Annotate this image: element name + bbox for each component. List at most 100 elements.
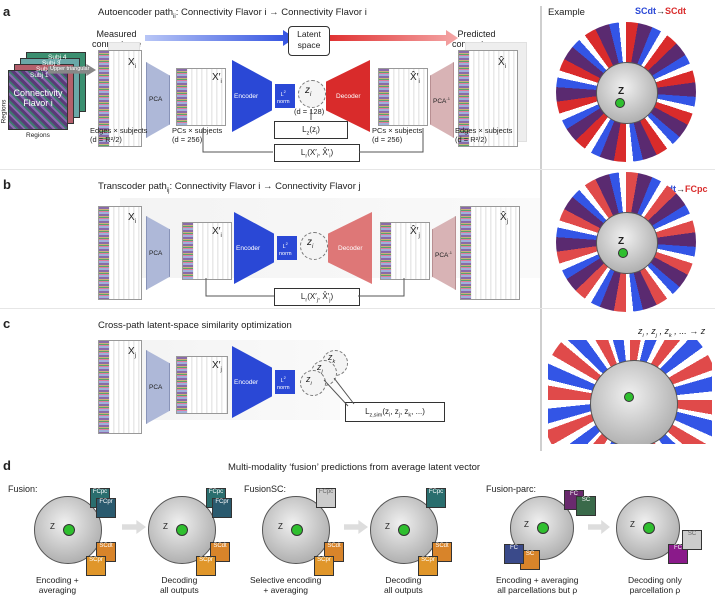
panel-c-label: c <box>3 316 11 331</box>
upper-triangular-label: Upper triangular <box>50 66 90 72</box>
matrix-b-xhatpj <box>380 222 430 280</box>
b-xhatj-label: X̂j <box>500 212 509 225</box>
xi-label: Xi <box>128 57 137 70</box>
upper-triangular-arrow <box>48 64 96 76</box>
sphere-a-dot <box>615 98 625 108</box>
fusionsc-dec-caption: Decoding all outputs <box>384 575 423 596</box>
norm-a <box>275 84 295 108</box>
fusionparc-tile-sc1: SC <box>576 496 596 516</box>
c-zj-label: zj <box>317 362 323 375</box>
stack-label-subj3: Subj 3 <box>42 60 61 67</box>
norm-c <box>275 370 295 394</box>
latent-to-predicted-arrow <box>328 30 458 46</box>
fusionparc-enc-caption: Encoding + averaging all parcellations b… <box>496 575 579 596</box>
measured-to-latent-arrow <box>145 30 295 46</box>
panel-b-title: Transcoder pathij: Connectivity Flavor i… <box>98 181 361 194</box>
pcs-right-label: PCs × subjects (d = 256) <box>372 126 423 144</box>
latent-zi-c <box>300 370 326 396</box>
matrix-xhatpi <box>378 68 428 126</box>
fusionparc-dec-z: Z <box>630 520 635 529</box>
sphere-b-z: Z <box>618 236 625 247</box>
pcainv-a <box>430 62 454 138</box>
panel-a-title: Autoencoder pathii: Connectivity Flavor … <box>98 7 367 20</box>
sphere-b-dot <box>618 248 628 258</box>
connectome-stack: Subj 4 Subj 3 Subj 2 Subj 1 Connectivity… <box>8 52 88 132</box>
b-xhatpj-label: X̂′j <box>410 226 420 239</box>
matrix-b-xi <box>98 206 142 300</box>
loss-connector-a <box>202 110 424 153</box>
sphere-a <box>596 62 658 124</box>
fusionparc-enc-dot <box>537 522 549 534</box>
pca-c-label: PCA <box>149 384 163 391</box>
flavor-label: Connectivity Flavor i <box>13 88 63 108</box>
pcainv-b-label: PCA-1 <box>435 250 452 260</box>
fusion-enc-caption: Encoding + averaging <box>36 575 79 596</box>
fusionsc-label: FusionSC: <box>244 484 287 494</box>
fusionsc-dec-tile-scpr: SCpr <box>418 556 438 576</box>
fusionsc-tile-fcpc: FCpc <box>316 488 336 508</box>
c-xpj-label: X′j <box>212 360 222 373</box>
stack-label-subj2: Subj 2 <box>36 66 55 73</box>
fusion-enc-z: Z <box>50 522 55 531</box>
legend-a: SCdt→SCdt <box>635 6 686 16</box>
pcs-left-label: PCs × subjects (d = 256) <box>172 126 223 144</box>
fusionparc-dec-caption: Decoding only parcellation ρ <box>628 575 682 596</box>
horizontal-separator-ab <box>0 169 715 170</box>
fusionparc-arrow <box>588 520 610 534</box>
fusionparc-tile-fc2: FC <box>504 544 524 564</box>
encoder-c-label: Encoder <box>234 379 259 386</box>
fusion-label: Fusion: <box>8 484 38 494</box>
decoder-b-label: Decoder <box>338 245 363 252</box>
matrix-xhati <box>458 50 518 147</box>
fusionparc-dec-dot <box>643 522 655 534</box>
loss-lr-box-b: Lr(X′j, X̂′j) <box>274 288 360 306</box>
edges-left-label: Edges × subjects (d = R²/2) <box>90 126 148 144</box>
pca-a-label: PCA <box>149 96 163 103</box>
fusionsc-dec-dot <box>398 524 410 536</box>
matrix-c-xj <box>98 340 142 434</box>
encoder-b-label: Encoder <box>236 245 261 252</box>
b-xi-label: Xi <box>128 212 137 225</box>
stack-label-subj4: Subj 4 <box>48 54 67 61</box>
pca-b-label: PCA <box>149 250 163 257</box>
loss-lr-box-a: Lr(X′i, X̂′i) <box>274 144 360 162</box>
fusionsc-enc-caption: Selective encoding + averaging <box>250 575 322 596</box>
fusionsc-arrow <box>344 520 368 534</box>
fusion-dec-z: Z <box>163 522 168 531</box>
decoder-a-label: Decoder <box>336 93 361 100</box>
d128-label: (d = 128) <box>294 107 325 116</box>
panel-a-label: a <box>3 4 11 19</box>
matrix-c-xpj <box>176 356 228 414</box>
fusionparc-enc-z: Z <box>524 520 529 529</box>
fusionsc-tile-scdt: SCdt <box>324 542 344 562</box>
edges-right-label: Edges × subjects (d = R²/2) <box>455 126 513 144</box>
matrix-xpi <box>176 68 226 126</box>
fusionsc-dec-tile-fcpc: FCpc <box>426 488 446 508</box>
b-xpi-label: X′i <box>212 226 222 239</box>
regions-y-label: Regions <box>0 99 8 124</box>
norm-b <box>277 236 297 260</box>
fusionsc-dec-z: Z <box>385 522 390 531</box>
stack-label-subj1: Subj 1 <box>30 72 49 79</box>
loss-connector-b <box>205 278 405 297</box>
c-zi-label: zi <box>306 374 312 387</box>
fusion-tile-scpr: SCpr <box>86 556 106 576</box>
sphere-c-dot <box>624 392 634 402</box>
fusion-dec-caption: Decoding all outputs <box>160 575 199 596</box>
pcainv-a-label: PCA-1 <box>433 96 450 106</box>
fusionparc-dec-tile-sc: SC <box>682 530 702 550</box>
b-zi-label: zi <box>307 237 314 250</box>
regions-x-label: Regions <box>26 132 50 139</box>
convergence-label: zi , zj , zk , ... → z <box>638 326 706 339</box>
zi-a-label: zi <box>305 85 312 98</box>
panel-d-title: Multi-modality ‘fusion’ predictions from… <box>228 462 481 473</box>
loss-lz-box: Lz(zi) <box>274 121 348 139</box>
fusionsc-tile-scpr: SCpr <box>314 556 334 576</box>
c-xj-label: Xj <box>128 346 137 359</box>
example-label: Example <box>548 7 585 18</box>
loss-lsim-box: Lz,sim(zi, zj, zk, ...) <box>345 402 445 422</box>
matrix-xi <box>98 50 142 147</box>
